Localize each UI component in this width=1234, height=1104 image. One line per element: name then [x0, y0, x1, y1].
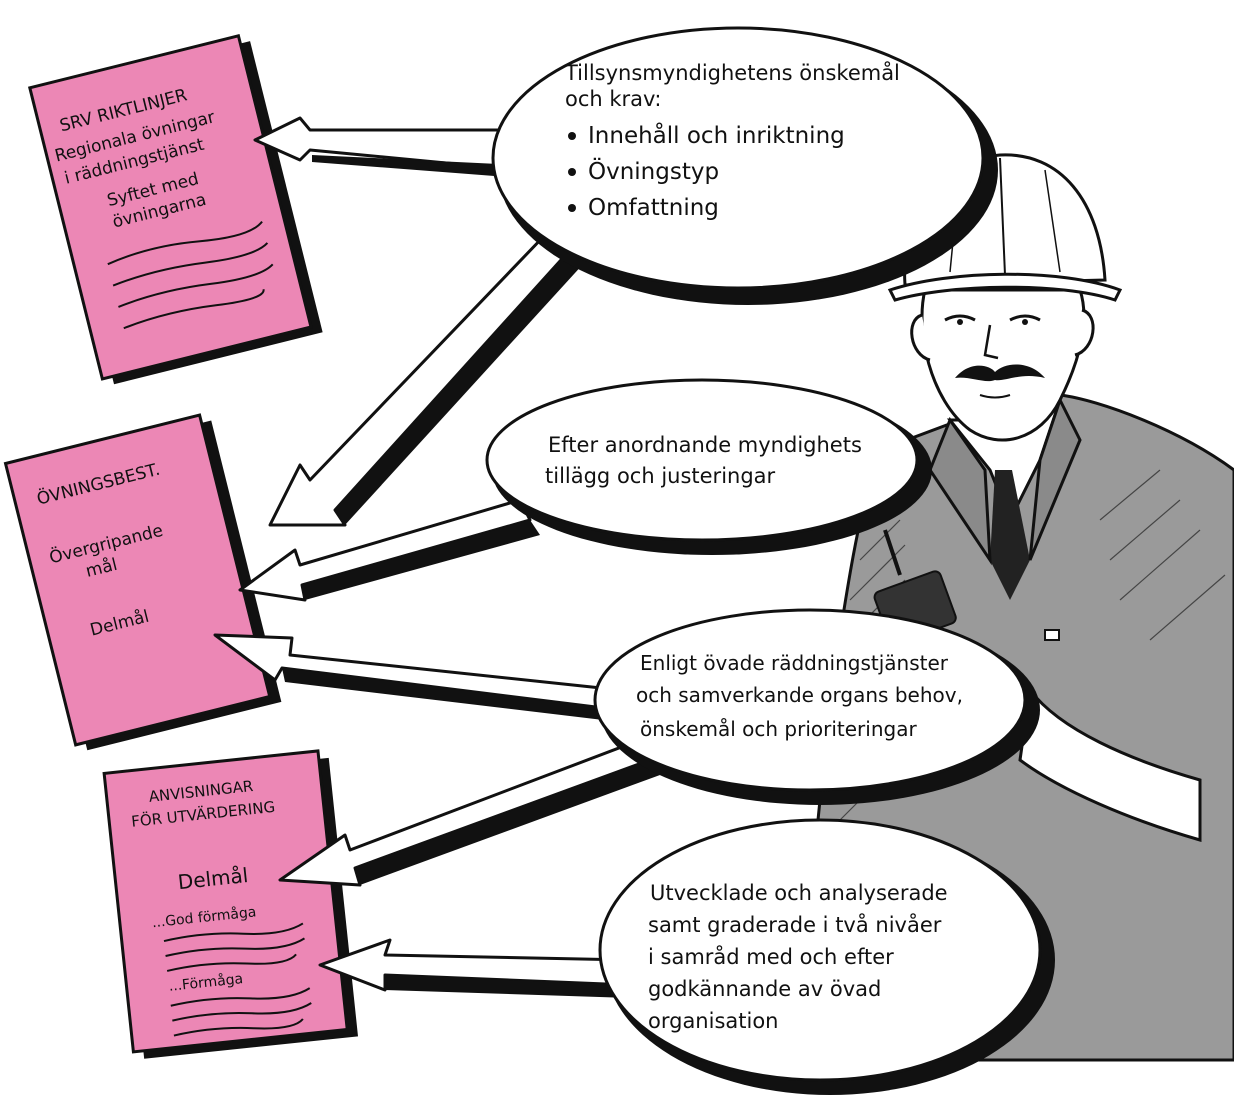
scribble-lines — [107, 220, 274, 330]
speech-bubble-4: Utvecklade och analyserade samt graderad… — [598, 818, 1055, 1095]
bubble2-line1: Efter anordnande myndighets — [548, 433, 862, 457]
bubble4-line3: i samråd med och efter — [648, 944, 894, 969]
bubble3-line2: och samverkande organs behov, — [636, 683, 963, 707]
bullet-dot-icon — [568, 204, 576, 212]
arrow-4 — [213, 633, 622, 712]
bubble2-line2: tillägg och justeringar — [545, 464, 776, 488]
document-anvisningar: ANVISNINGAR FÖR UTVÄRDERING Delmål ...Go… — [102, 749, 359, 1059]
bullet-dot-icon — [568, 168, 576, 176]
bubble4-line1: Utvecklade och analyserade — [650, 881, 948, 905]
bubble1-bullet3: Omfattning — [588, 195, 719, 221]
arrows — [213, 116, 660, 998]
scribble-lines — [163, 922, 312, 1037]
document-srv-riktlinjer: SRV RIKTLINJER Regionala övningar i rädd… — [27, 34, 323, 385]
arrow-5 — [278, 738, 652, 887]
speech-bubble-1: Tillsynsmyndighetens önskemål och krav: … — [491, 26, 998, 305]
bubble1-bullet1: Innehåll och inriktning — [588, 121, 845, 149]
bubble4-line2: samt graderade i två nivåer — [648, 912, 942, 937]
arrow-2 — [268, 233, 572, 527]
bubble1-bullet2: Övningstyp — [588, 157, 719, 185]
bubble3-line3: önskemål och prioriteringar — [640, 717, 917, 741]
bubble1-line1: Tillsynsmyndighetens önskemål — [564, 60, 900, 85]
document-ovningsbest: ÖVNINGSBEST. Övergripande mål Delmål — [3, 413, 282, 751]
arrow-3 — [238, 498, 532, 602]
bubble4-line5: organisation — [648, 1009, 779, 1033]
bubble1-line2: och krav: — [565, 87, 661, 111]
arrow-6 — [318, 938, 632, 992]
bullet-dot-icon — [568, 132, 576, 140]
bubble4-line4: godkännande av övad — [648, 977, 881, 1001]
speech-bubble-3: Enligt övade räddningstjänster och samve… — [593, 608, 1040, 805]
bubble3-line1: Enligt övade räddningstjänster — [640, 651, 949, 675]
speech-bubble-2: Efter anordnande myndighets tillägg och … — [485, 378, 932, 555]
